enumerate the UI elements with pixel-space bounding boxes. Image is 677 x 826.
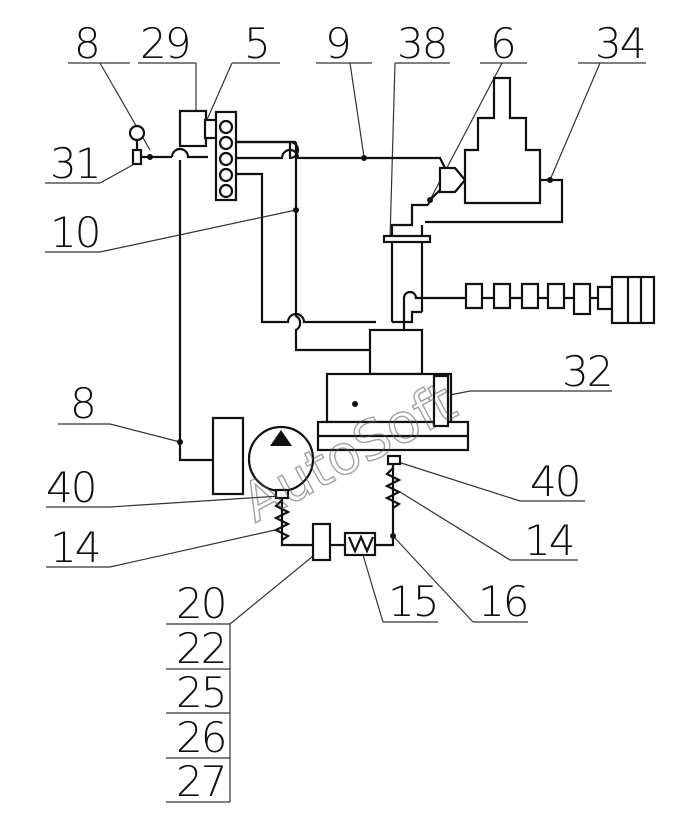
- label-14-left: 14: [50, 523, 99, 572]
- leader-lines: [45, 62, 646, 803]
- label-38: 38: [397, 19, 446, 68]
- pressure-gauge-31: [128, 124, 146, 166]
- label-10: 10: [50, 208, 99, 257]
- label-26: 26: [176, 713, 225, 762]
- label-5: 5: [244, 19, 269, 68]
- label-27: 27: [176, 757, 225, 806]
- filter-38: [382, 234, 432, 244]
- tank-34: [438, 76, 542, 205]
- damper-15: [343, 531, 377, 557]
- label-6: 6: [490, 19, 515, 68]
- label-8-mid: 8: [70, 379, 95, 428]
- spring-14-left: [273, 499, 291, 541]
- label-40-right: 40: [530, 457, 579, 506]
- label-9: 9: [325, 19, 350, 68]
- label-31: 31: [50, 139, 99, 188]
- callout-labels: 8 29 5 9 38 6 34 31 10 32 8 40 40 14 14 …: [46, 19, 646, 806]
- valve-20: [311, 522, 332, 562]
- junction-dots: [147, 154, 553, 539]
- label-16: 16: [478, 577, 527, 626]
- label-34: 34: [595, 19, 644, 68]
- label-40-left: 40: [46, 463, 95, 512]
- spring-14-right: [384, 454, 402, 509]
- distributor-block: [316, 328, 470, 452]
- valve-block-5: [178, 109, 238, 202]
- label-20: 20: [176, 579, 225, 628]
- label-29: 29: [140, 19, 189, 68]
- label-22: 22: [176, 624, 225, 673]
- label-25: 25: [176, 668, 225, 717]
- label-15: 15: [388, 577, 437, 626]
- label-8-top: 8: [74, 19, 99, 68]
- label-32: 32: [562, 347, 611, 396]
- pump-40: [211, 416, 315, 500]
- filter-row: [464, 275, 656, 325]
- label-14-right: 14: [524, 516, 573, 565]
